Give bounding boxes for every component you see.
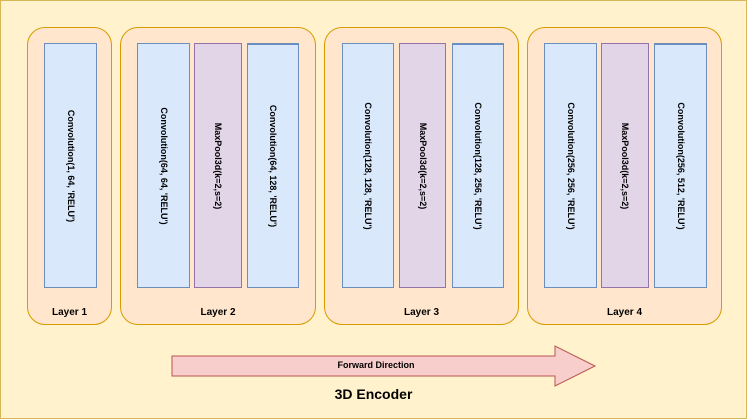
layer-3-label: Layer 3	[403, 307, 440, 318]
layer-3-conv-block-1: Convolution(128, 128, 'RELU')	[342, 43, 394, 288]
layer-2-conv-label-2: Convolution(64, 128, 'RELU')	[268, 104, 278, 228]
layer-3-conv-block-2: Convolution(128, 256, 'RELU')	[452, 43, 504, 288]
layer-2-conv-block-2: Convolution(64, 128, 'RELU')	[247, 43, 299, 288]
layer-3-group: Convolution(128, 128, 'RELU') MaxPool3d(…	[324, 27, 519, 325]
layer-3-conv-label-1: Convolution(128, 128, 'RELU')	[363, 101, 373, 230]
layer-4-conv-block-1: Convolution(256, 256, 'RELU')	[544, 43, 597, 288]
forward-direction-label: Forward Direction	[337, 360, 415, 370]
forward-arrow-icon	[171, 345, 597, 387]
layer-2-conv-label-1: Convolution(64, 64, 'RELU')	[158, 106, 169, 225]
layer-4-maxpool-block: MaxPool3d(k=2,s=2)	[601, 43, 649, 288]
layer-4-conv-label-1: Convolution(256, 256, 'RELU')	[565, 101, 576, 230]
layer-1-conv-label: Convolution(1, 64, 'RELU')	[65, 109, 76, 222]
layer-2-maxpool-block: MaxPool3d(k=2,s=2)	[194, 43, 242, 288]
layer-1-group: Convolution(1, 64, 'RELU') Layer 1	[27, 27, 112, 325]
layer-3-maxpool-block: MaxPool3d(k=2,s=2)	[399, 43, 446, 288]
layer-2-label: Layer 2	[200, 307, 236, 318]
layer-4-maxpool-label: MaxPool3d(k=2,s=2)	[620, 122, 630, 209]
layer-2-maxpool-label: MaxPool3d(k=2,s=2)	[213, 122, 223, 209]
layer-4-conv-block-2: Convolution(256, 512, 'RELU')	[654, 43, 707, 288]
layer-4-conv-label-2: Convolution(256, 512, 'RELU')	[675, 102, 686, 230]
layer-2-group: Convolution(64, 64, 'RELU') MaxPool3d(k=…	[120, 27, 316, 325]
diagram-title: 3D Encoder	[334, 386, 413, 402]
layer-4-label: Layer 4	[606, 307, 643, 318]
layer-1-label: Layer 1	[51, 307, 88, 318]
layer-4-group: Convolution(256, 256, 'RELU') MaxPool3d(…	[527, 27, 722, 325]
layer-2-conv-block-1: Convolution(64, 64, 'RELU')	[137, 43, 190, 288]
layer-3-conv-label-2: Convolution(128, 256, 'RELU')	[473, 102, 483, 230]
layer-3-maxpool-label: MaxPool3d(k=2,s=2)	[417, 122, 428, 209]
layer-1-conv-block: Convolution(1, 64, 'RELU')	[44, 43, 97, 288]
